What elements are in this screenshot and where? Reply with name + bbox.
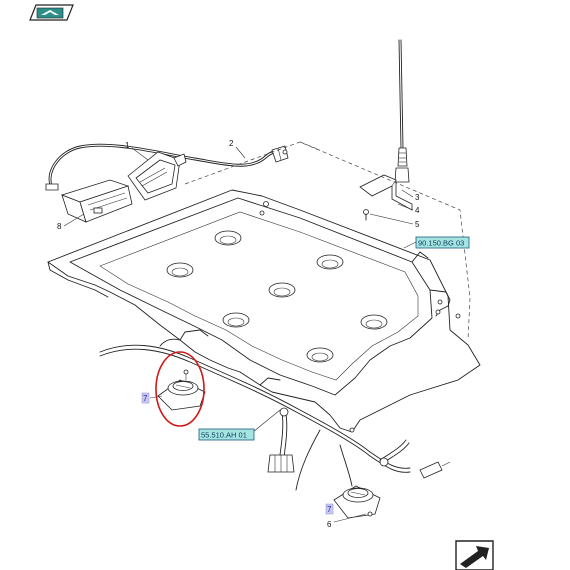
speaker-right — [333, 485, 381, 519]
roof-recess — [222, 312, 250, 328]
reference-link-90-150[interactable]: 90.150.BG 03 — [415, 236, 470, 249]
roof-panel — [47, 141, 481, 433]
antenna-assembly — [359, 39, 413, 221]
roof-recess — [306, 347, 334, 363]
callout-8: 8 — [57, 222, 62, 231]
roof-recess — [316, 254, 344, 270]
callout-4: 4 — [415, 206, 420, 215]
roof-recess — [166, 262, 194, 278]
speaker-left — [157, 369, 206, 411]
svg-text:7: 7 — [143, 394, 148, 403]
antenna-cable — [45, 143, 289, 191]
radio-unit — [127, 151, 187, 201]
callout-7-right[interactable]: 7 — [325, 503, 334, 515]
callout-3: 3 — [415, 193, 420, 202]
svg-text:55.510.AH 01: 55.510.AH 01 — [201, 431, 247, 440]
callout-7-left[interactable]: 7 — [141, 392, 150, 404]
next-page-arrow-icon[interactable] — [455, 540, 494, 570]
reference-link-55-510[interactable]: 55.510.AH 01 — [198, 428, 255, 441]
svg-text:90.150.BG 03: 90.150.BG 03 — [418, 239, 464, 248]
wiring-harness — [99, 338, 451, 491]
roof-recess — [214, 230, 242, 246]
roof-recess — [360, 314, 388, 330]
highlight-circle — [155, 351, 205, 427]
receiver-unit — [60, 179, 133, 223]
callout-5: 5 — [415, 220, 420, 229]
callout-2: 2 — [229, 139, 234, 148]
roof-recess — [268, 282, 296, 298]
leader-lines — [63, 146, 417, 523]
callout-1: 1 — [125, 141, 130, 150]
callout-6: 6 — [327, 520, 332, 529]
book-home-icon[interactable] — [29, 4, 74, 21]
svg-text:7: 7 — [327, 505, 332, 514]
